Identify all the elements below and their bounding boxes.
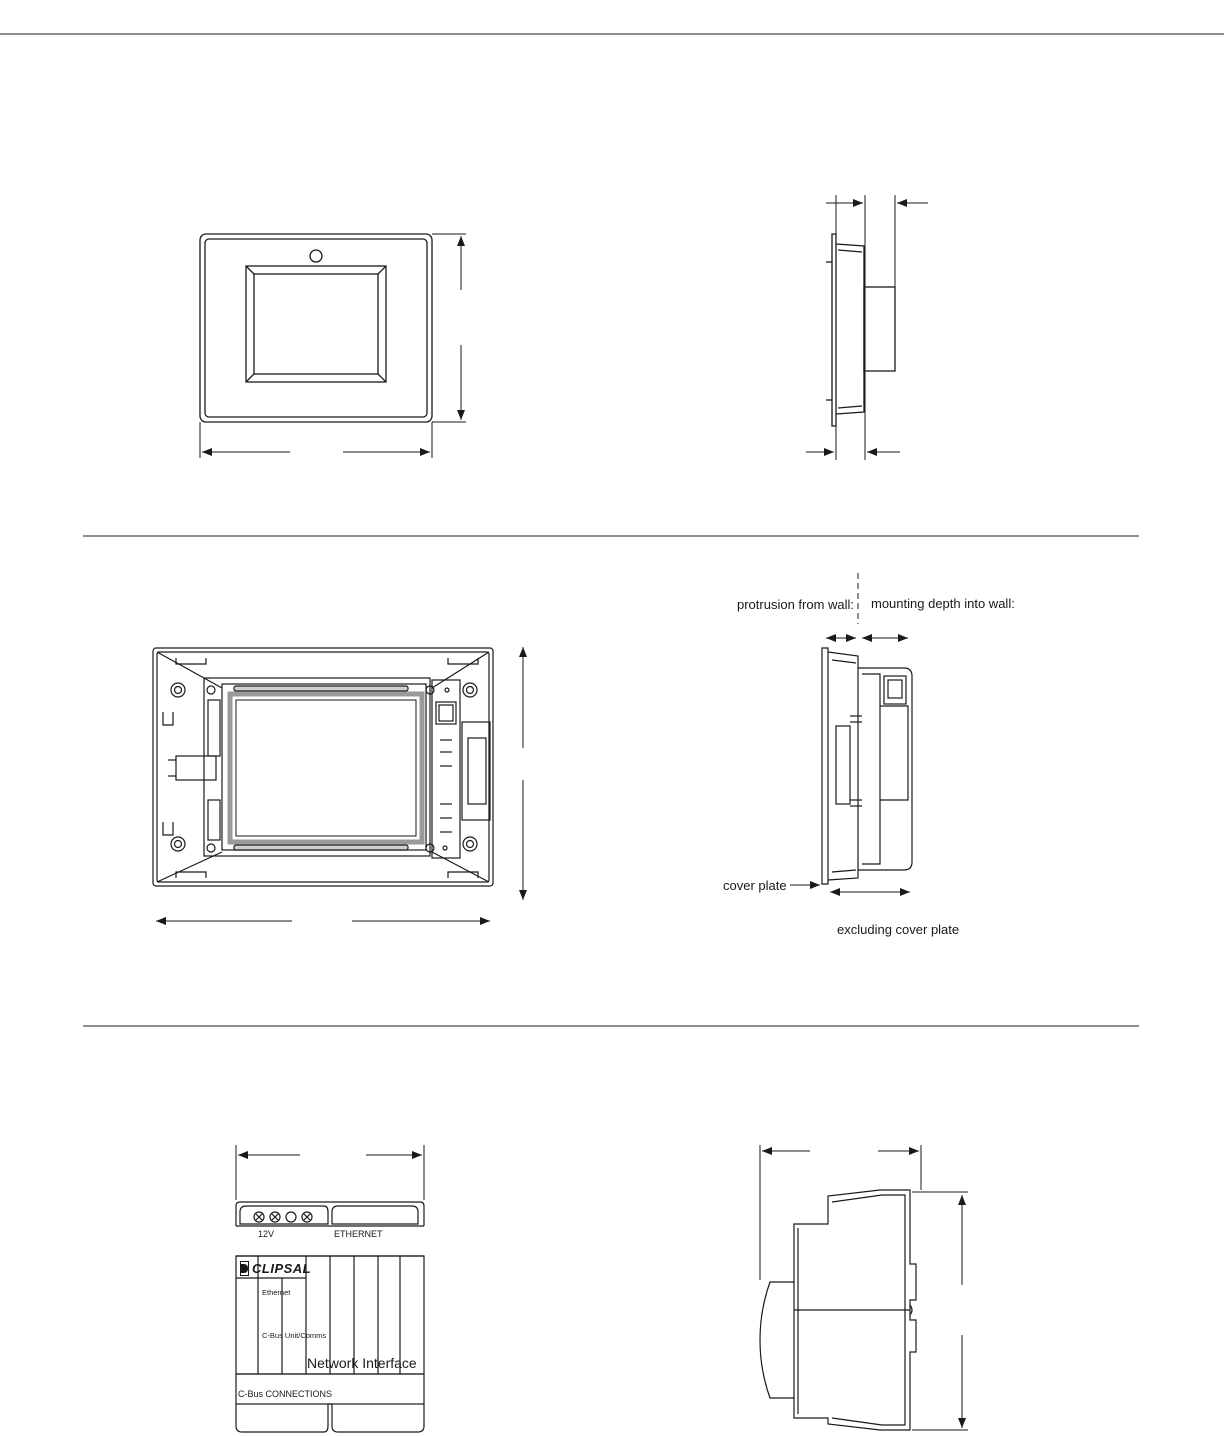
cover-plate-label: cover plate xyxy=(723,878,787,893)
cbus-unit-comms-label: C-Bus Unit/Comms xyxy=(262,1331,327,1340)
brand-name: CLIPSAL xyxy=(252,1261,312,1276)
side-view-dimensions xyxy=(806,195,928,460)
network-interface-side-view xyxy=(759,1189,917,1431)
rear-view-dimensions xyxy=(156,647,527,925)
ethernet-led-label: Ethernet xyxy=(262,1288,291,1297)
network-interface-side-dimensions xyxy=(759,1145,968,1431)
touch-panel-rear-view xyxy=(152,647,494,887)
cbus-connections-label: C-Bus CONNECTIONS xyxy=(238,1389,333,1399)
ethernet-port-label: ETHERNET xyxy=(334,1229,383,1239)
front-view-dimensions xyxy=(199,233,466,458)
clipsal-logo: CLIPSAL xyxy=(240,1260,311,1277)
network-interface-label: Network Interface xyxy=(307,1355,417,1371)
touch-panel-mounting-side-view xyxy=(821,647,913,885)
network-interface-front-view xyxy=(235,1201,425,1433)
touch-panel-front-view xyxy=(199,233,433,423)
network-interface-width-dimension xyxy=(235,1145,425,1200)
protrusion-label: protrusion from wall: xyxy=(737,597,855,612)
mounting-depth-label: mounting depth into wall: xyxy=(871,596,1015,611)
mounting-side-dimensions xyxy=(790,573,910,896)
excluding-cover-plate-label: excluding cover plate xyxy=(837,922,960,937)
terminal-12v-label: 12V xyxy=(258,1229,275,1239)
clipsal-logo-icon xyxy=(240,1261,249,1276)
